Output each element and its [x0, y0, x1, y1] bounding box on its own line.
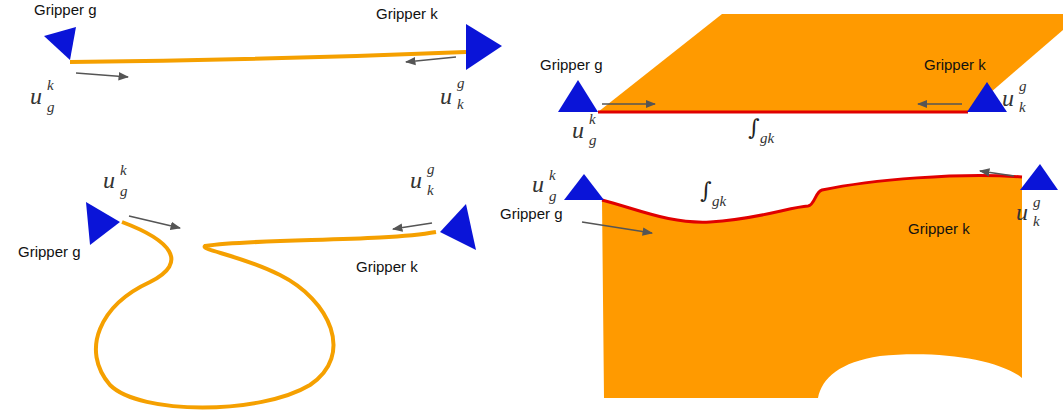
superscript: k [549, 168, 556, 183]
subscript: g [589, 133, 597, 148]
integral-symbol: ∫ [700, 180, 711, 202]
gripper-label: Gripper k [924, 57, 986, 72]
subscript: k [1033, 214, 1040, 229]
vector-symbol: u [1002, 86, 1014, 110]
direction-arrow [393, 223, 432, 229]
vector-symbol: u [1016, 200, 1028, 224]
direction-arrow [129, 216, 180, 228]
gripper-label: Gripper k [908, 221, 970, 236]
vector-symbol: u [532, 172, 544, 196]
direction-arrow [980, 171, 1014, 176]
superscript: g [457, 76, 465, 91]
direction-arrow [406, 57, 456, 62]
superscript: g [427, 162, 435, 177]
gripper-triangle [44, 27, 76, 60]
gripper-label: Gripper k [376, 6, 438, 21]
rope [96, 222, 436, 408]
gripper-triangle [967, 82, 1007, 112]
gripper-label: Gripper g [500, 206, 563, 221]
vector-symbol: u [440, 84, 452, 108]
superscript: k [47, 78, 54, 93]
gripper-label: Gripper g [540, 57, 603, 72]
subscript: g [549, 189, 557, 204]
gripper-triangle [564, 174, 604, 200]
gripper-label: Gripper k [356, 259, 418, 274]
gripper-triangle [558, 80, 598, 112]
vector-symbol: u [410, 168, 422, 192]
superscript: g [1033, 195, 1041, 210]
cloth-edge [602, 175, 1022, 222]
direction-arrow [582, 222, 652, 233]
subscript: gk [712, 194, 726, 209]
superscript: g [1019, 79, 1027, 94]
gripper-label: Gripper g [18, 244, 81, 259]
gripper-triangle [86, 202, 120, 245]
cloth [598, 14, 1063, 112]
subscript: k [427, 183, 434, 198]
integral-symbol: ∫ [748, 117, 759, 139]
vector-symbol: u [572, 118, 584, 142]
rope [70, 52, 466, 62]
subscript: k [457, 97, 464, 112]
cloth [602, 175, 1022, 398]
subscript: g [47, 100, 55, 115]
gripper-triangle [1020, 164, 1058, 190]
gripper-triangle [466, 24, 502, 70]
direction-arrow [918, 103, 962, 105]
superscript: k [589, 112, 596, 127]
gripper-label: Gripper g [34, 2, 97, 17]
subscript: g [120, 184, 128, 199]
gripper-triangle [440, 204, 476, 250]
direction-arrow [76, 73, 128, 77]
subscript: gk [760, 131, 774, 146]
direction-arrow [602, 103, 655, 105]
cloth-edge [598, 111, 968, 114]
vector-symbol: u [103, 168, 115, 192]
vector-symbol: u [30, 84, 42, 108]
superscript: k [120, 163, 127, 178]
subscript: k [1019, 100, 1026, 115]
